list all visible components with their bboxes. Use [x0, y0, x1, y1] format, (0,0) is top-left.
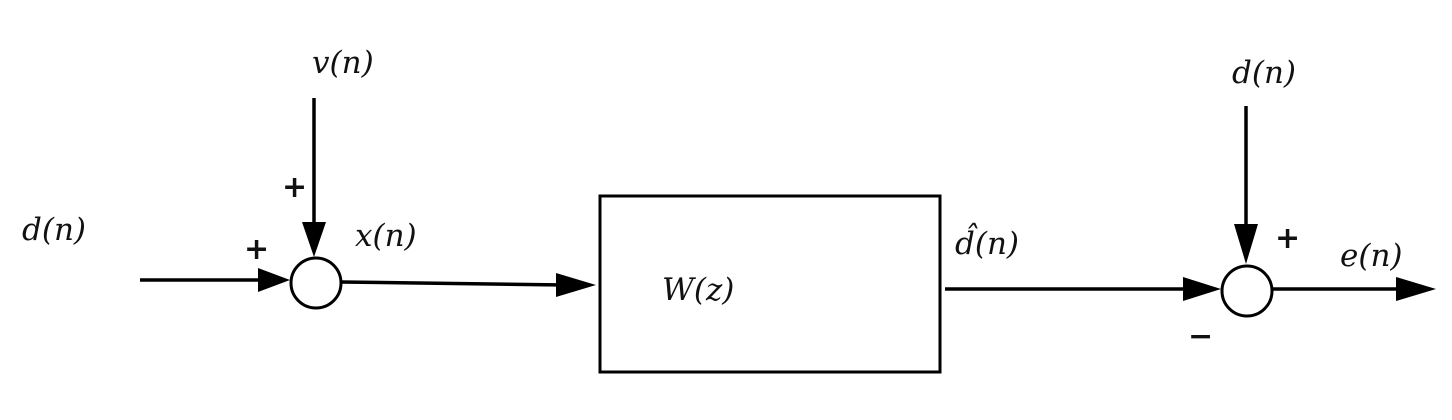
sign-sum2-top: +	[1275, 221, 1300, 256]
sign-sum2-bottom: −	[1188, 319, 1213, 354]
summing-junction-2	[1220, 264, 1274, 318]
noise-arrowhead	[302, 222, 326, 257]
reference-arrowhead	[1234, 224, 1258, 264]
summing-junction-1	[289, 256, 343, 310]
input-arrowhead	[258, 268, 290, 292]
signal-wire	[340, 280, 566, 287]
signal-arrowhead	[556, 273, 596, 297]
label-error-e: e(n)	[1340, 238, 1403, 274]
estimate-arrowhead	[1183, 277, 1221, 301]
label-estimate: d̂(n)	[955, 221, 1019, 262]
label-noise-v: v(n)	[312, 45, 374, 81]
filter-block	[598, 194, 942, 374]
error-arrowhead	[1396, 277, 1436, 301]
label-reference-d: d(n)	[1232, 55, 1296, 91]
label-signal-x: x(n)	[355, 218, 417, 254]
label-input-d: d(n)	[22, 212, 86, 248]
sign-sum1-left: +	[244, 232, 269, 267]
sign-sum1-top: +	[282, 170, 307, 205]
label-filter: W(z)	[662, 272, 734, 308]
